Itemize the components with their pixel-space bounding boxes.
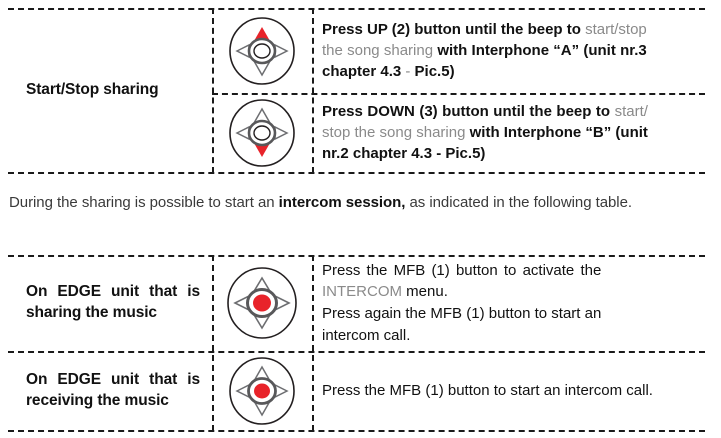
table-bottom-rule-bottom: [8, 430, 705, 432]
instruction-line: the song sharing with Interphone “A” (un…: [322, 41, 647, 59]
table-top-row-label: Start/Stop sharing: [8, 8, 212, 172]
instruction-text-sharing: Press the MFB (1) button to activate the…: [312, 260, 615, 347]
table-bottom-row-1-text-cell: Press the MFB (1) button to activate the…: [312, 255, 705, 351]
table-bottom-row-1-icon-cell: [212, 255, 312, 351]
table-bottom-row-2-icon-cell: [212, 351, 312, 430]
label-start-stop-sharing: Start/Stop sharing: [26, 80, 159, 98]
paragraph-after: as indicated in the following table.: [405, 194, 633, 211]
dpad-center-highlighted-icon[interactable]: [224, 266, 300, 340]
dpad-up-highlighted-icon[interactable]: [226, 16, 298, 86]
label-sharing-unit: On EDGE unit that is sharing the music: [26, 283, 200, 321]
paragraph-bold: intercom session,: [278, 194, 406, 211]
instruction-line: chapter 4.3 - Pic.5): [322, 63, 455, 81]
table-top-row-2-icon-cell: [212, 93, 312, 172]
table-top-row-1-text-cell: Press UP (2) button until the beep to st…: [312, 8, 705, 93]
instruction-line: Press the MFB (1) button to start an int…: [322, 381, 653, 399]
label-receiving-unit: On EDGE unit that is receiving the music: [26, 370, 200, 409]
instruction-line: INTERCOM menu.: [322, 283, 448, 301]
table-bottom-divider-1: [212, 255, 214, 431]
instruction-line: Press UP (2) button until the beep to st…: [322, 20, 647, 38]
instruction-line: Press DOWN (3) button until the beep to …: [322, 102, 648, 120]
instruction-text-down: Press DOWN (3) button until the beep to …: [312, 101, 662, 165]
instruction-text-receiving: Press the MFB (1) button to start an int…: [312, 380, 667, 401]
instruction-line: nr.2 chapter 4.3 - Pic.5): [322, 145, 486, 163]
table-top-row-2-text-cell: Press DOWN (3) button until the beep to …: [312, 93, 705, 172]
body-paragraph: During the sharing is possible to start …: [9, 192, 705, 214]
table-top-divider-1: [212, 8, 214, 173]
paragraph-before: During the sharing is possible to start …: [9, 194, 279, 211]
table-bottom-row-1-label-cell: On EDGE unit that is sharing the music: [8, 255, 212, 351]
table-top-rule-middle: [212, 93, 705, 95]
dpad-down-highlighted-icon[interactable]: [226, 98, 298, 168]
table-top-rule-top: [8, 8, 705, 10]
instruction-line: Press again the MFB (1) button to start …: [322, 305, 602, 322]
instruction-text-up: Press UP (2) button until the beep to st…: [312, 19, 661, 83]
instruction-line: stop the song sharing with Interphone “B…: [322, 123, 648, 141]
table-bottom-rule-top: [8, 255, 705, 257]
table-bottom-divider-2: [312, 255, 314, 431]
instruction-line: intercom call.: [322, 326, 411, 344]
table-bottom-rule-middle: [8, 351, 705, 353]
table-top-rule-bottom: [8, 172, 705, 174]
table-bottom-row-2-text-cell: Press the MFB (1) button to start an int…: [312, 351, 705, 430]
table-top-divider-2: [312, 8, 314, 173]
table-top-row-1-icon-cell: [212, 8, 312, 93]
instruction-line: Press the MFB (1) button to activate the: [322, 261, 602, 279]
table-bottom-row-2-label-cell: On EDGE unit that is receiving the music: [8, 351, 212, 430]
dpad-center-highlighted-icon[interactable]: [226, 356, 298, 426]
